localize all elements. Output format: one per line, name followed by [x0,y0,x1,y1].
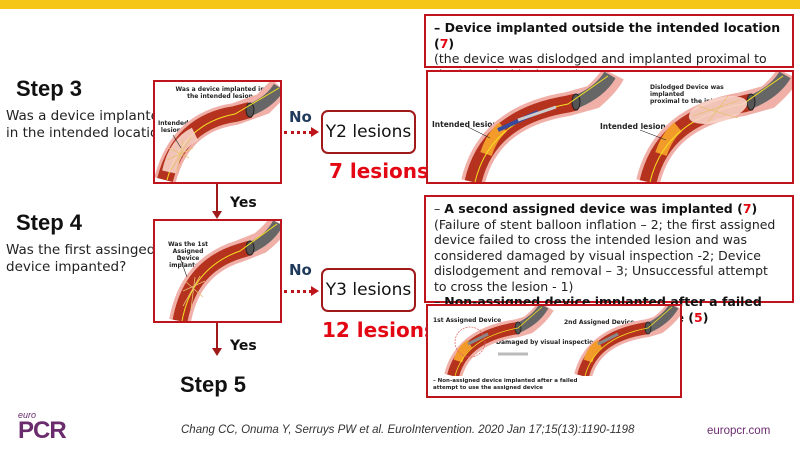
artery-illustration-pair [444,306,680,376]
top-accent-bar [0,0,800,9]
step4-no-arrow-line [284,290,312,293]
step4-artery-image: Was the 1st Assigned Device implanted? [153,219,282,323]
y2-description-panel: – Device implanted outside the intended … [424,14,794,82]
y3-item1-heading-end: ) [751,201,758,216]
step3-no-label: No [289,108,312,126]
step3-no-arrowhead [311,127,319,137]
y3-footnote-1: – Non-assigned device implanted after a … [433,378,578,384]
step3-question: Was a device implanted in the intended l… [6,108,174,142]
step5-title: Step 5 [180,372,247,397]
footer-url[interactable]: europcr.com [707,425,771,437]
step4-question-line2: device impanted? [6,259,127,275]
step4-yes-line [216,323,218,349]
y2-heading-suffix: ) [448,35,455,51]
y3-artery-image: 1st Assigned Device Damaged by visual in… [426,304,682,398]
y3-footnote-2: attempt to use the assigned device [433,385,543,391]
y2-right-label: Intended lesion [600,122,666,131]
y2-lesions-box: Y2 lesions [321,110,416,154]
step4-question: Was the first assinged device impanted? [6,242,155,276]
y3-lesion-count: 12 lesions [322,318,436,342]
step3-no-arrow-line [284,131,312,134]
logo-euro-text: euro [18,410,37,420]
y2-lesions-label: Y2 lesions [325,122,412,142]
step4-question-line1: Was the first assinged [6,242,156,258]
y2-right-caption-2: proximal to the intended lesion [650,98,757,105]
y3-item2-count: 5 [694,309,703,325]
y3-item2-heading-end: ) [702,309,709,325]
y3-lesions-label: Y3 lesions [325,280,412,300]
y2-left-label: Intended lesion [432,120,498,129]
step4-image-caption-2: Device implanted? [169,255,207,269]
step4-title: Step 4 [16,210,83,235]
y2-artery-image: Intended lesion Intended lesion Dislodge… [426,70,794,184]
step4-no-arrowhead [311,286,319,296]
step3-title: Step 3 [16,76,83,101]
y3-description-panel: – A second assigned device was implanted… [424,195,794,325]
y2-right-caption-1: Dislodged Device was implanted [650,84,724,98]
step3-image-label-1: Intended [158,120,189,127]
y3-item1-heading: A second assigned device was implanted ( [444,201,743,216]
step3-question-line2: in the intended location? [6,125,174,141]
y2-heading: – Device implanted outside the intended … [434,20,781,51]
step4-yes-arrowhead [212,348,222,356]
artery-illustration [169,221,280,321]
step3-artery-image: Was a device implanted in the intended l… [153,80,282,184]
step3-question-line1: Was a device implanted [6,108,168,124]
y2-heading-count: 7 [439,35,449,51]
citation: Chang CC, Onuma Y, Serruys PW et al. Eur… [181,424,635,436]
y3-item2-prefix: – [434,294,445,309]
y2-lesion-count: 7 lesions [329,159,429,183]
y3-right-label: 2nd Assigned Device [564,319,635,326]
europcr-logo: euro PCR [18,410,67,445]
y3-item1-detail: (Failure of stent balloon inflation – 2;… [434,216,776,294]
y3-item1-prefix: – [434,201,445,216]
step4-yes-label: Yes [230,338,257,354]
y3-left-label: 1st Assigned Device [433,317,502,324]
step3-yes-label: Yes [230,195,257,211]
artery-illustration [155,82,280,182]
artery-illustration-pair [461,72,792,182]
step4-image-caption-1: Was the 1st Assigned [167,241,209,255]
step3-yes-arrowhead [212,211,222,219]
y3-damaged-label: Damaged by visual inspection [496,339,598,346]
step3-image-label-2: lesion [160,127,182,134]
step3-image-caption-1: Was a device implanted in [175,86,265,93]
logo-pcr-text: PCR [18,417,67,444]
step3-yes-line [216,184,218,212]
y3-lesions-box: Y3 lesions [321,268,416,312]
step3-image-caption-2: the intended lesion [187,93,253,100]
step4-no-label: No [289,261,312,279]
y3-item1-count: 7 [742,201,752,216]
